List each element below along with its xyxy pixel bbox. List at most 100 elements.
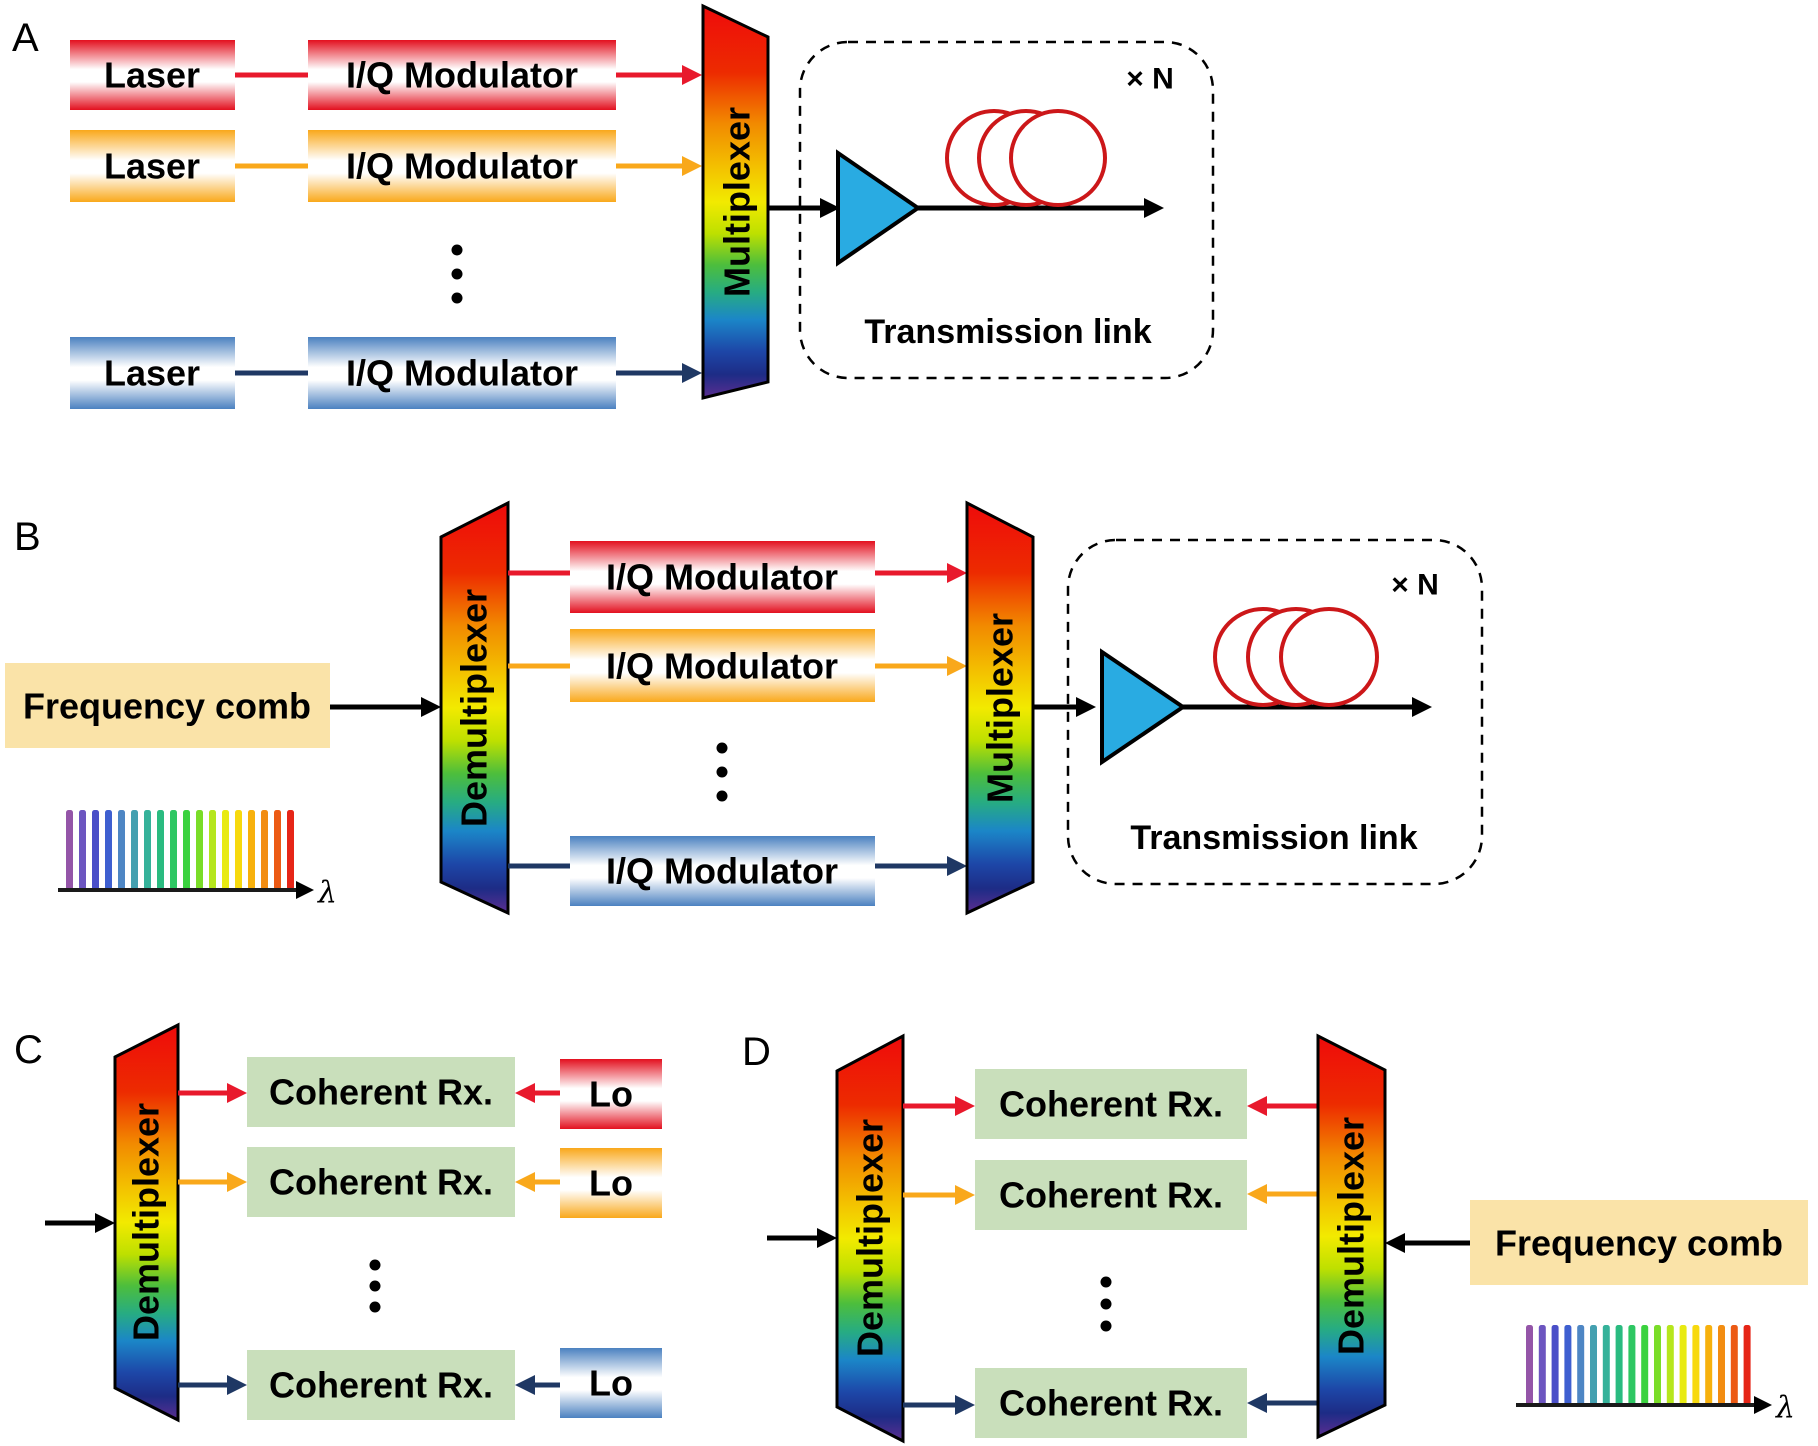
fiber-coil-icon <box>945 109 1107 207</box>
arrow-navy <box>515 1375 560 1395</box>
transmission-link-label: Transmission link <box>1130 819 1417 857</box>
arrow-red <box>178 1083 247 1103</box>
comb-line <box>1602 1325 1610 1405</box>
transmission-link-label: Transmission link <box>864 313 1151 351</box>
multiplexer-label: Multiplexer <box>717 107 758 297</box>
comb-line <box>1666 1325 1674 1405</box>
comb-spectrum <box>66 810 294 890</box>
arrow-orange <box>178 1172 247 1192</box>
lo-box-orange <box>560 1148 662 1218</box>
laser-box-orange <box>70 130 235 202</box>
ellipsis-dots <box>1100 1276 1112 1332</box>
coherent-rx-label: Coherent Rx. <box>269 1365 493 1406</box>
arrow-black <box>45 1213 115 1233</box>
arrow-red <box>616 65 702 85</box>
iq-modulator-box-blue <box>570 836 875 906</box>
lo-label: Lo <box>589 1163 633 1204</box>
comb-line <box>248 810 255 890</box>
demultiplexer-label: Demultiplexer <box>454 589 495 827</box>
wavelength-axis-label: λ <box>1775 1391 1795 1426</box>
iq-modulator-box-red <box>570 541 875 613</box>
arrow-orange <box>903 1185 975 1205</box>
comb-line <box>183 810 190 890</box>
panel-a-label: A <box>12 16 39 60</box>
arrow-black <box>768 198 840 218</box>
coherent-rx-box <box>247 1147 515 1217</box>
comb-line <box>1615 1325 1623 1405</box>
amplifier-icon <box>1100 648 1187 766</box>
comb-line <box>1551 1325 1559 1405</box>
fiber-coil-icon <box>1213 607 1379 707</box>
repeat-n-label: × N <box>1126 63 1174 96</box>
comb-line <box>118 810 125 890</box>
repeat-n-label: × N <box>1391 569 1439 602</box>
panel-a: A Laser Laser Laser I/Q Modulator I/Q Mo… <box>12 3 1215 409</box>
demultiplexer-label: Demultiplexer <box>126 1103 167 1341</box>
frequency-comb-box <box>5 663 330 748</box>
arrow-navy <box>616 363 702 383</box>
comb-spectrum <box>1526 1325 1751 1405</box>
arrow-orange <box>875 656 967 676</box>
ellipsis-dots <box>369 1259 381 1313</box>
coherent-rx-box <box>975 1069 1247 1139</box>
coherent-rx-box <box>247 1350 515 1420</box>
comb-line <box>131 810 138 890</box>
iq-modulator-box-blue <box>308 337 616 409</box>
arrow-red <box>515 1083 560 1103</box>
arrow-orange <box>616 156 702 176</box>
demultiplexer-prism <box>835 1033 905 1444</box>
arrow-navy <box>178 1375 247 1395</box>
demultiplexer-prism <box>113 1022 180 1423</box>
coherent-rx-box <box>247 1057 515 1127</box>
comb-line <box>1641 1325 1649 1405</box>
comb-line <box>1654 1325 1661 1405</box>
comb-line <box>1577 1325 1585 1405</box>
comb-line <box>1692 1325 1700 1405</box>
coherent-rx-label: Coherent Rx. <box>269 1162 493 1203</box>
amplifier-icon <box>836 149 922 267</box>
demultiplexer-label: Demultiplexer <box>1331 1117 1372 1355</box>
comb-line <box>222 810 229 890</box>
comb-spectrum-axis <box>1516 1396 1772 1414</box>
comb-line <box>209 810 216 890</box>
lo-box-blue <box>560 1348 662 1418</box>
comb-line <box>196 810 203 890</box>
comb-line <box>1564 1325 1572 1405</box>
comb-line <box>1590 1325 1597 1405</box>
demultiplexer-label: Demultiplexer <box>850 1119 891 1357</box>
panel-d-label: D <box>742 1030 771 1074</box>
lo-box-red <box>560 1059 662 1129</box>
multiplexer-prism <box>965 500 1035 916</box>
iq-modulator-label: I/Q Modulator <box>606 557 838 598</box>
multiplexer-prism <box>701 3 770 400</box>
comb-line <box>1628 1325 1636 1405</box>
panel-c-label: C <box>14 1028 43 1072</box>
arrow-navy <box>875 856 967 876</box>
arrow-black <box>1033 697 1096 717</box>
arrow-navy <box>903 1395 975 1415</box>
wavelength-axis-label: λ <box>317 876 337 911</box>
fiber-span-arrow <box>1183 697 1432 717</box>
laser-box-red <box>70 40 235 110</box>
multiplexer-label: Multiplexer <box>980 613 1021 803</box>
demultiplexer-prism <box>439 500 510 916</box>
lo-label: Lo <box>589 1074 633 1115</box>
comb-line <box>105 810 112 890</box>
comb-line <box>157 810 164 890</box>
arrow-red <box>903 1096 975 1116</box>
transmission-link-box <box>1066 538 1484 886</box>
ellipsis-dots <box>716 742 728 802</box>
arrow-navy <box>1247 1393 1318 1413</box>
iq-modulator-label: I/Q Modulator <box>606 646 838 687</box>
comb-line <box>1743 1325 1751 1405</box>
coherent-rx-label: Coherent Rx. <box>999 1175 1223 1216</box>
frequency-comb-box <box>1470 1200 1808 1285</box>
comb-line <box>235 810 242 890</box>
transmission-link-box <box>798 40 1215 380</box>
laser-label: Laser <box>104 353 200 394</box>
frequency-comb-label: Frequency comb <box>23 686 311 727</box>
comb-line <box>92 810 99 890</box>
comb-line <box>66 810 73 890</box>
panel-d: D Demultiplexer Coherent Rx. Coherent Rx… <box>742 1030 1808 1444</box>
comb-line <box>261 810 268 890</box>
